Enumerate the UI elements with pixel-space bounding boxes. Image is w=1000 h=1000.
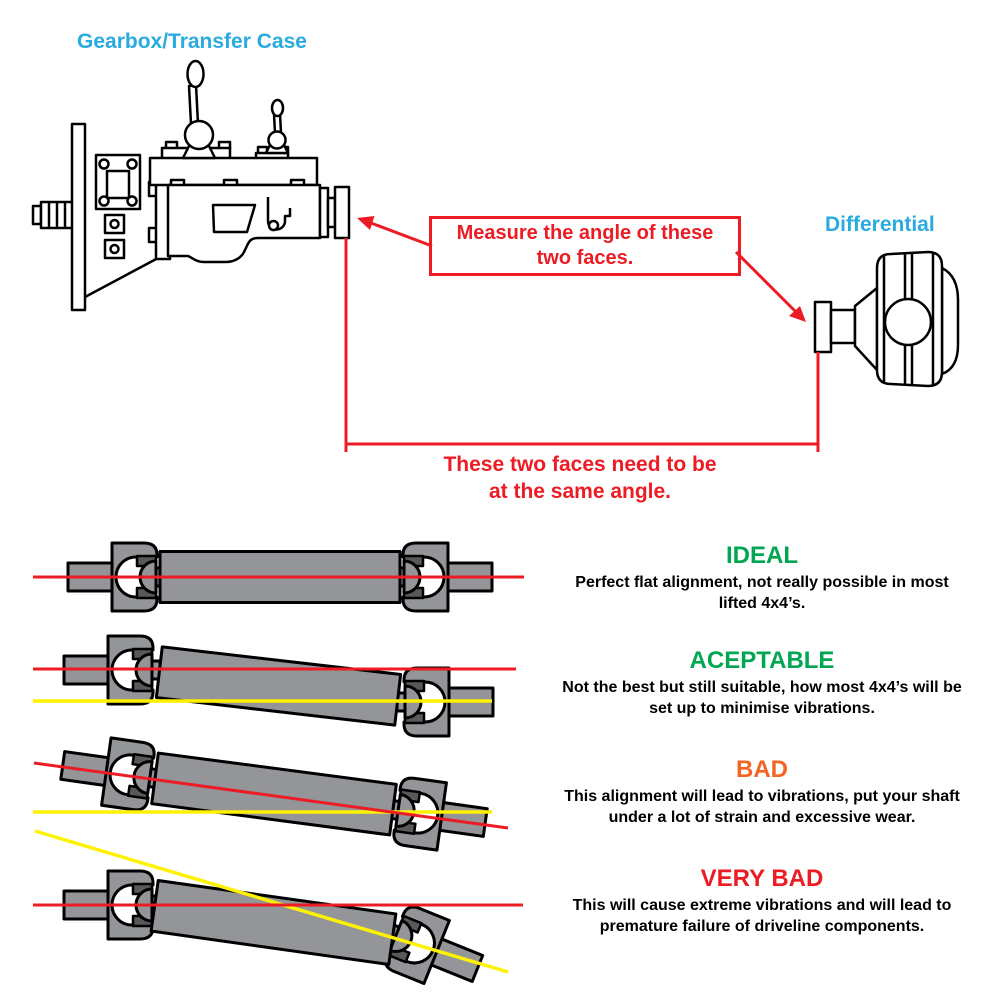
callout-line2: two faces.: [536, 247, 634, 269]
row-caption-very-bad-1: This will cause extreme vibrations and w…: [572, 897, 952, 914]
row-caption-aceptable-2: set up to minimise vibrations.: [649, 700, 875, 717]
gearbox-main-shift-lever: [181, 59, 217, 160]
row-label-very-bad: VERY BAD This will cause extreme vibrati…: [532, 866, 992, 937]
bad-gearbox-axis-line: [33, 761, 509, 830]
row-title-ideal: IDEAL: [726, 542, 798, 569]
same-angle-note: These two faces need to be at the same a…: [370, 451, 790, 505]
differential-label: Differential: [825, 213, 935, 236]
row-label-aceptable: ACEPTABLE Not the best but still suitabl…: [532, 648, 992, 719]
row-label-bad: BAD This alignment will lead to vibratio…: [532, 757, 992, 828]
row-title-aceptable: ACEPTABLE: [689, 647, 835, 674]
note-line2: at the same angle.: [488, 480, 672, 503]
driveshaft-bad: [33, 730, 509, 858]
arrowhead-to-gearbox: [357, 216, 375, 230]
row-caption-bad-2: under a lot of strain and excessive wear…: [608, 809, 916, 826]
row-caption-bad-1: This alignment will lead to vibrations, …: [564, 788, 960, 805]
gearbox-illustration: [31, 59, 351, 312]
arrowhead-to-differential: [789, 306, 806, 322]
gearbox-output-flange: [333, 185, 351, 240]
row-caption-ideal-2: lifted 4x4’s.: [718, 595, 806, 612]
gearbox-label: Gearbox/Transfer Case: [77, 30, 307, 53]
gearbox-transfer-shift-lever: [264, 98, 290, 155]
row-title-very-bad: VERY BAD: [700, 865, 824, 892]
note-line1: These two faces need to be: [443, 453, 717, 476]
measure-angle-callout: Measure the angle of these two faces.: [429, 216, 741, 276]
row-title-bad: BAD: [736, 756, 788, 783]
driveshaft-ideal: [33, 541, 524, 613]
gearbox-bellhousing-plate: [70, 122, 87, 312]
callout-line1: Measure the angle of these: [456, 222, 714, 244]
very-bad-diff-axis-line: [34, 829, 509, 974]
driveshaft-aceptable: [33, 634, 516, 738]
differential-illustration: [813, 250, 960, 388]
driveshaft-very-bad: [33, 829, 523, 1000]
row-caption-ideal-1: Perfect flat alignment, not really possi…: [575, 574, 949, 591]
row-caption-very-bad-2: premature failure of driveline component…: [599, 918, 925, 935]
row-label-ideal: IDEAL Perfect flat alignment, not really…: [532, 543, 992, 614]
measurement-annotation: [344, 216, 820, 452]
row-caption-aceptable-1: Not the best but still suitable, how mos…: [562, 679, 962, 696]
differential-pinion-flange: [813, 300, 833, 354]
